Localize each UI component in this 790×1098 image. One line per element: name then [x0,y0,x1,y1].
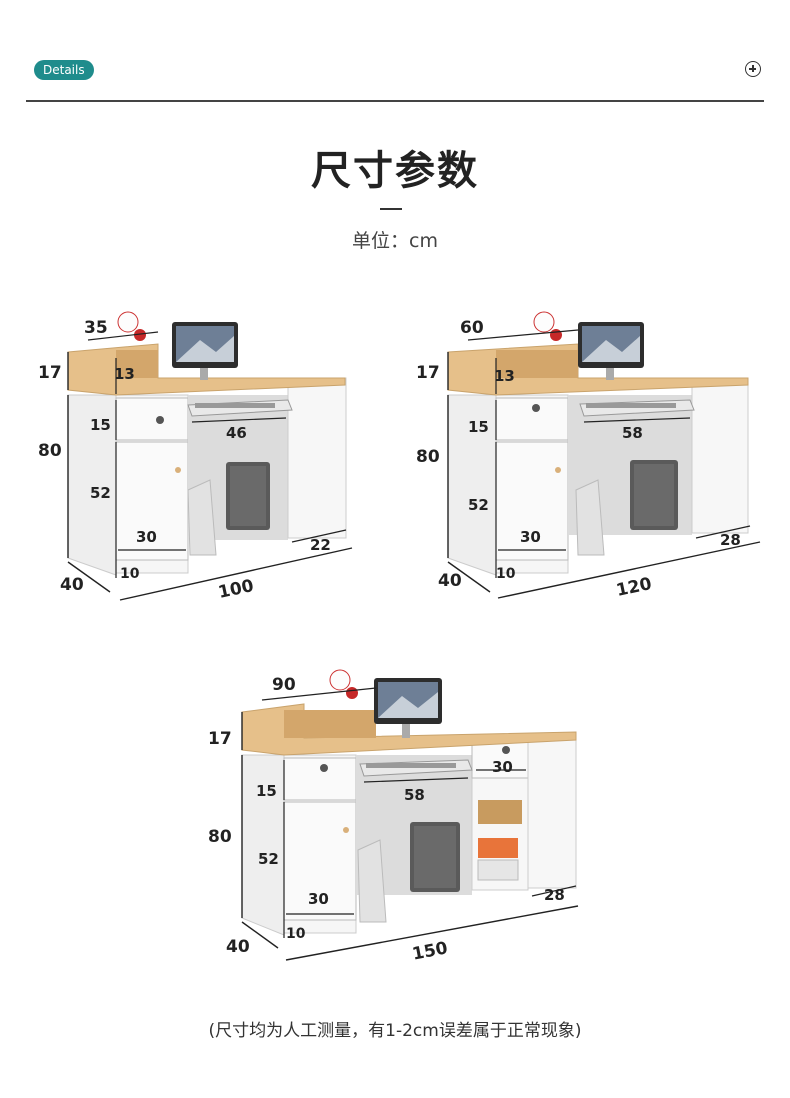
dim-keyboard: 46 [226,424,247,442]
dim-drawer: 15 [468,418,489,436]
dim-cabinet: 52 [258,850,279,868]
dim-depth: 40 [60,575,84,595]
unit-label: 单位：cm [352,230,438,252]
dim-side-depth: 22 [310,536,331,554]
dim-cabinet: 52 [90,484,111,502]
desk-diagram-150: 17 80 40 150 90 15 52 30 10 58 28 30 [208,669,579,965]
dim-drawer: 15 [90,416,111,434]
dim-niche: 13 [494,367,515,385]
dim-width: 150 [411,938,450,964]
dim-door-width: 30 [308,890,329,908]
dim-top-height: 17 [416,363,440,383]
dim-top-height: 17 [208,729,232,749]
dim-door-width: 30 [136,528,157,546]
dim-body-height: 80 [38,441,62,461]
dim-shelf-width: 35 [84,318,108,338]
header: Details [0,0,790,110]
header-divider [26,100,764,102]
measurement-note: (尺寸均为人工测量，有1-2cm误差属于正常现象) [208,1021,582,1041]
dim-depth: 40 [226,937,250,957]
desk-diagram-120: 17 80 40 120 60 13 15 52 30 10 58 28 [416,311,761,601]
dim-shelf-width: 60 [460,318,484,338]
dim-depth: 40 [438,571,462,591]
dim-door-width: 30 [520,528,541,546]
dim-plinth: 10 [120,566,140,582]
dim-drawer: 15 [256,782,277,800]
dim-right-drawer: 30 [492,758,513,776]
dim-top-height: 17 [38,363,62,383]
dim-side-depth: 28 [720,531,741,549]
page-title: 尺寸参数 [311,148,479,194]
dim-plinth: 10 [286,926,306,942]
dim-width: 120 [615,574,654,601]
dim-niche: 13 [114,365,135,383]
dim-body-height: 80 [416,447,440,467]
dim-keyboard: 58 [622,424,643,442]
dim-shelf-width: 90 [272,675,296,695]
details-badge[interactable]: Details [34,60,94,80]
dim-body-height: 80 [208,827,232,847]
dim-keyboard: 58 [404,786,425,804]
dim-width: 100 [217,576,256,603]
dim-cabinet: 52 [468,496,489,514]
desk-diagram-100: 17 80 40 100 35 13 15 52 30 10 46 22 [38,311,353,603]
dim-plinth: 10 [496,566,516,582]
title-divider [380,208,402,210]
dim-side-depth: 28 [544,886,565,904]
plus-circle-icon[interactable] [745,61,761,77]
